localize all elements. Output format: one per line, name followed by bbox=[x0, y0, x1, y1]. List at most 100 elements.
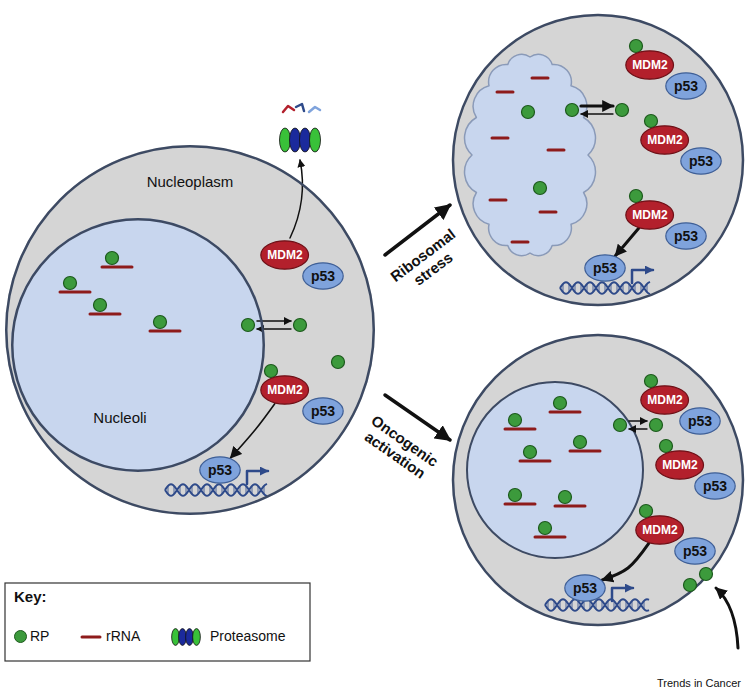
protein-label: MDM2 bbox=[647, 393, 682, 407]
protein-label: MDM2 bbox=[647, 133, 682, 147]
protein-label: p53 bbox=[674, 78, 698, 94]
proteasome-icon bbox=[280, 128, 321, 152]
p53-protein: p53 bbox=[665, 72, 707, 100]
ribosomal-protein bbox=[509, 414, 522, 427]
ribosomal-protein bbox=[106, 252, 119, 265]
protein-label: MDM2 bbox=[632, 208, 667, 222]
p53-protein: p53 bbox=[564, 574, 606, 602]
ribosomal-protein bbox=[154, 316, 167, 329]
protein-label: MDM2 bbox=[267, 383, 302, 397]
p53-protein: p53 bbox=[199, 456, 241, 484]
p53-protein: p53 bbox=[679, 407, 721, 435]
activation-arrow bbox=[231, 404, 275, 458]
ribosomal-protein bbox=[94, 299, 107, 312]
ribosomal-protein bbox=[630, 190, 643, 203]
ribosomal-protein bbox=[700, 568, 713, 581]
ribosomal-protein bbox=[684, 579, 697, 592]
nucleoli-fill bbox=[11, 218, 265, 472]
compartment-circle: Nucleoli bbox=[11, 218, 265, 472]
ribosomal-protein bbox=[294, 319, 307, 332]
ribosomal-protein bbox=[539, 522, 552, 535]
p53-protein: p53 bbox=[302, 397, 344, 425]
mdm2-protein: MDM2 bbox=[625, 200, 674, 230]
ribosomal-protein bbox=[554, 397, 567, 410]
protein-label: p53 bbox=[688, 413, 712, 429]
dna-helix bbox=[545, 599, 649, 610]
activation-arrow bbox=[602, 543, 649, 580]
mdm2-protein: MDM2 bbox=[625, 50, 674, 80]
rrna-strand bbox=[512, 241, 528, 244]
legend-text: rRNA bbox=[106, 628, 140, 644]
ribosomal-protein bbox=[574, 436, 587, 449]
rrna-strand bbox=[505, 428, 535, 431]
ribosomal-protein bbox=[616, 104, 629, 117]
protein-label: MDM2 bbox=[642, 523, 677, 537]
legend-swatch bbox=[14, 630, 27, 643]
shape-outline bbox=[11, 218, 265, 472]
ribosomal-protein bbox=[559, 491, 572, 504]
protein-label: p53 bbox=[674, 228, 698, 244]
exchange-arrow bbox=[581, 113, 613, 114]
nucleus-outline bbox=[453, 15, 743, 305]
ribosomal-protein bbox=[534, 182, 547, 195]
rrna-strand bbox=[535, 536, 565, 539]
protein-label: MDM2 bbox=[267, 248, 302, 262]
ribosomal-protein bbox=[524, 446, 537, 459]
transcription-arrow bbox=[247, 471, 268, 484]
mdm2-protein: MDM2 bbox=[260, 375, 309, 405]
rrna-strand bbox=[540, 211, 556, 214]
rrna-strand bbox=[90, 313, 120, 316]
ribosomal-protein bbox=[265, 365, 278, 378]
p53-protein: p53 bbox=[665, 222, 707, 250]
protein-label: p53 bbox=[208, 462, 232, 478]
ribosomal-protein bbox=[645, 375, 658, 388]
compartment-circle: NucleoplasmNucleoliMDM2p53MDM2p53p53 bbox=[5, 145, 375, 515]
rrna-strand bbox=[550, 411, 580, 414]
p53-protein: p53 bbox=[674, 537, 716, 565]
protein-label: p53 bbox=[311, 403, 335, 419]
mdm2-protein: MDM2 bbox=[655, 450, 704, 480]
disrupted-nucleolus bbox=[465, 54, 596, 255]
mdm2-protein: MDM2 bbox=[640, 385, 689, 415]
rrna-strand bbox=[150, 330, 180, 333]
p53-protein: p53 bbox=[584, 254, 626, 282]
rrna-strand bbox=[490, 199, 506, 202]
mdm2-protein: MDM2 bbox=[640, 125, 689, 155]
nucleolus-outline bbox=[467, 382, 643, 558]
p53-protein: p53 bbox=[694, 472, 736, 500]
ribosomal-protein bbox=[640, 505, 653, 518]
import-arrow bbox=[716, 588, 738, 648]
ribosomal-protein bbox=[614, 419, 627, 432]
protein-label: p53 bbox=[573, 580, 597, 596]
ribosomal-protein bbox=[522, 106, 535, 119]
legend-text: Proteasome bbox=[210, 628, 285, 644]
ribosomal-protein bbox=[242, 319, 255, 332]
transcription-arrow bbox=[612, 588, 633, 601]
rrna-strand bbox=[60, 291, 90, 294]
legend-text: RP bbox=[30, 628, 49, 644]
transcription-arrow bbox=[632, 270, 653, 283]
nucleoplasm-fill bbox=[5, 145, 375, 515]
ribosomal-protein bbox=[64, 277, 77, 290]
rrna-strand bbox=[102, 266, 132, 269]
rrna-strand bbox=[520, 460, 550, 463]
protein-label: p53 bbox=[311, 268, 335, 284]
journal-credit: Trends in Cancer bbox=[657, 677, 741, 689]
exchange-arrow bbox=[581, 104, 613, 107]
protein-label: p53 bbox=[593, 260, 617, 276]
p53-protein: p53 bbox=[680, 147, 722, 175]
transition-label: Ribosomal stress bbox=[381, 221, 475, 304]
nucleus-outline bbox=[453, 335, 743, 625]
rrna-strand bbox=[82, 636, 100, 639]
protein-label: MDM2 bbox=[632, 58, 667, 72]
ribosomal-protein bbox=[650, 419, 663, 432]
compartment-label: Nucleoli bbox=[93, 409, 146, 426]
rrna-strand bbox=[548, 149, 564, 152]
protein-label: p53 bbox=[689, 153, 713, 169]
protein-label: p53 bbox=[703, 478, 727, 494]
activation-arrow bbox=[615, 228, 638, 255]
rrna-strand bbox=[532, 77, 548, 80]
exchange-arrow bbox=[629, 428, 647, 429]
dna-helix bbox=[560, 282, 650, 294]
exchange-arrow bbox=[629, 420, 647, 422]
